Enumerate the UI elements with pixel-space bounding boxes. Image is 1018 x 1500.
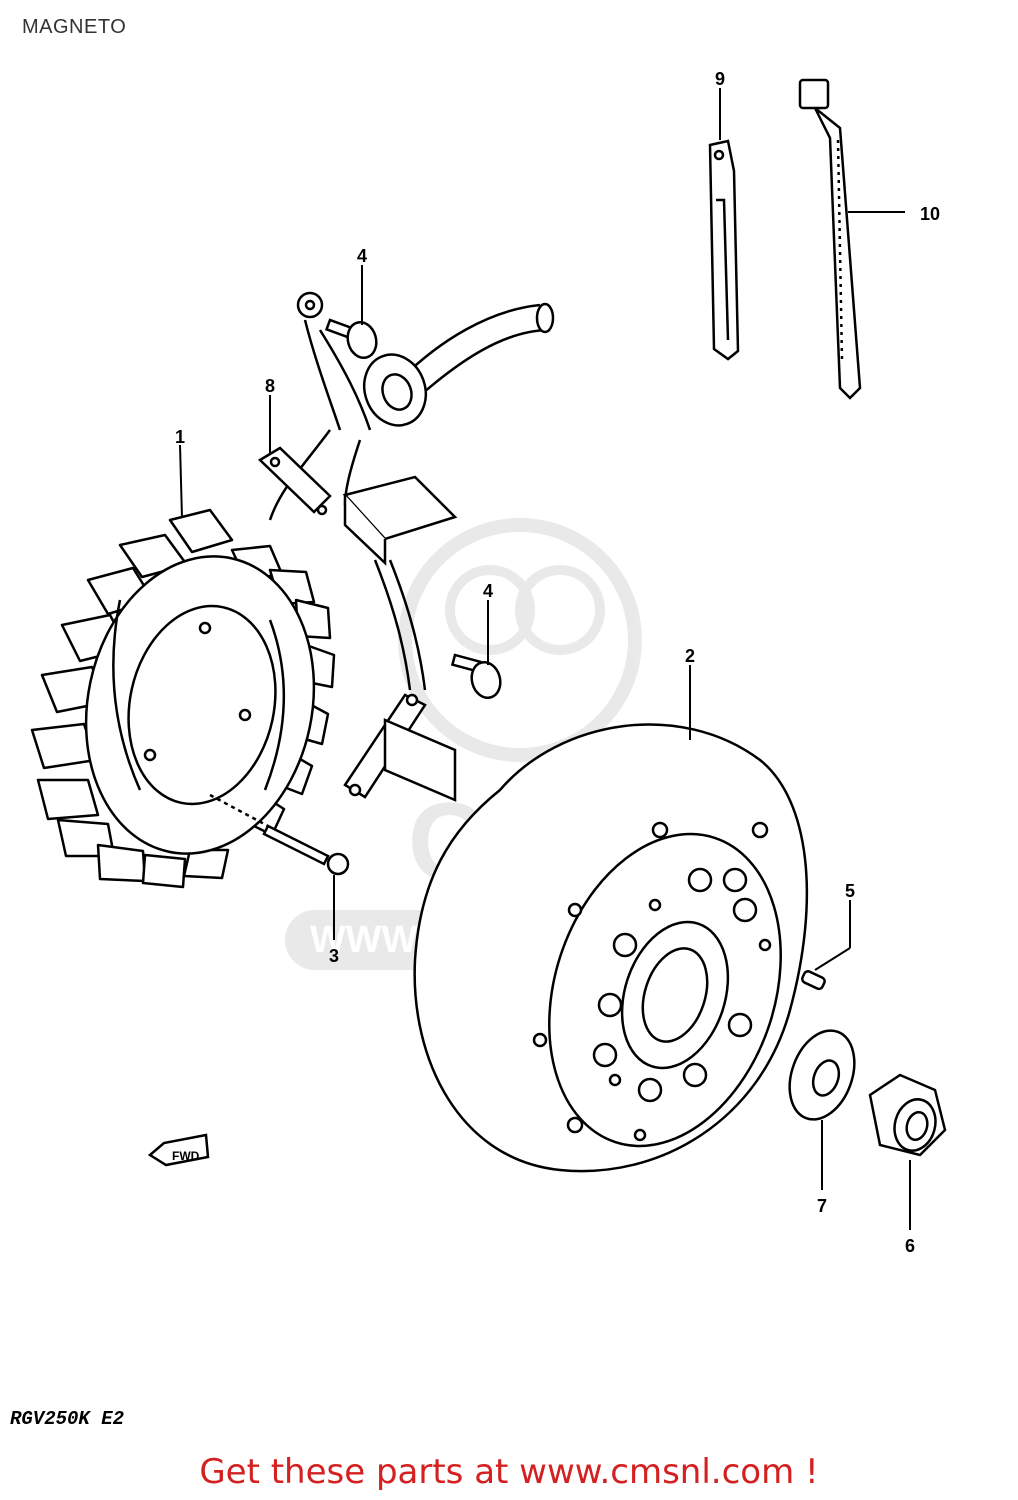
callout-2: 2 (685, 646, 695, 666)
footer-link[interactable]: Get these parts at www.cmsnl.com ! (199, 1452, 819, 1492)
callout-6: 6 (905, 1236, 915, 1256)
clamp (257, 446, 332, 516)
pickup-coil (343, 693, 457, 802)
callout-5: 5 (845, 881, 855, 901)
callout-9: 9 (715, 69, 725, 89)
callouts: 1 2 3 4 4 5 6 7 8 9 10 (175, 69, 940, 1256)
callout-3: 3 (329, 946, 339, 966)
page-title: MAGNETO (22, 16, 127, 38)
callout-8: 8 (265, 376, 275, 396)
stator (30, 508, 336, 889)
callout-4-middle: 4 (483, 581, 493, 601)
leader-lines (179, 88, 911, 1230)
screw-top (324, 318, 378, 360)
wire-harness (268, 302, 555, 691)
screw-long (209, 793, 350, 876)
key (800, 970, 826, 991)
model-code: RGV250K E2 (10, 1408, 125, 1430)
grommet (362, 353, 428, 427)
callout-7: 7 (817, 1196, 827, 1216)
clamp-strap (708, 139, 740, 361)
callout-10: 10 (920, 204, 940, 224)
washer (788, 1029, 856, 1121)
callout-4-top: 4 (357, 246, 367, 266)
connector-block (342, 475, 458, 566)
rotor (413, 723, 809, 1173)
screw-middle (450, 653, 502, 700)
fwd-label: FWD (172, 1149, 200, 1163)
ring-terminal (296, 291, 324, 319)
fwd-marker: FWD (147, 1133, 210, 1167)
nut (868, 1073, 947, 1157)
cable-tie (798, 78, 862, 400)
callout-1: 1 (175, 427, 185, 447)
